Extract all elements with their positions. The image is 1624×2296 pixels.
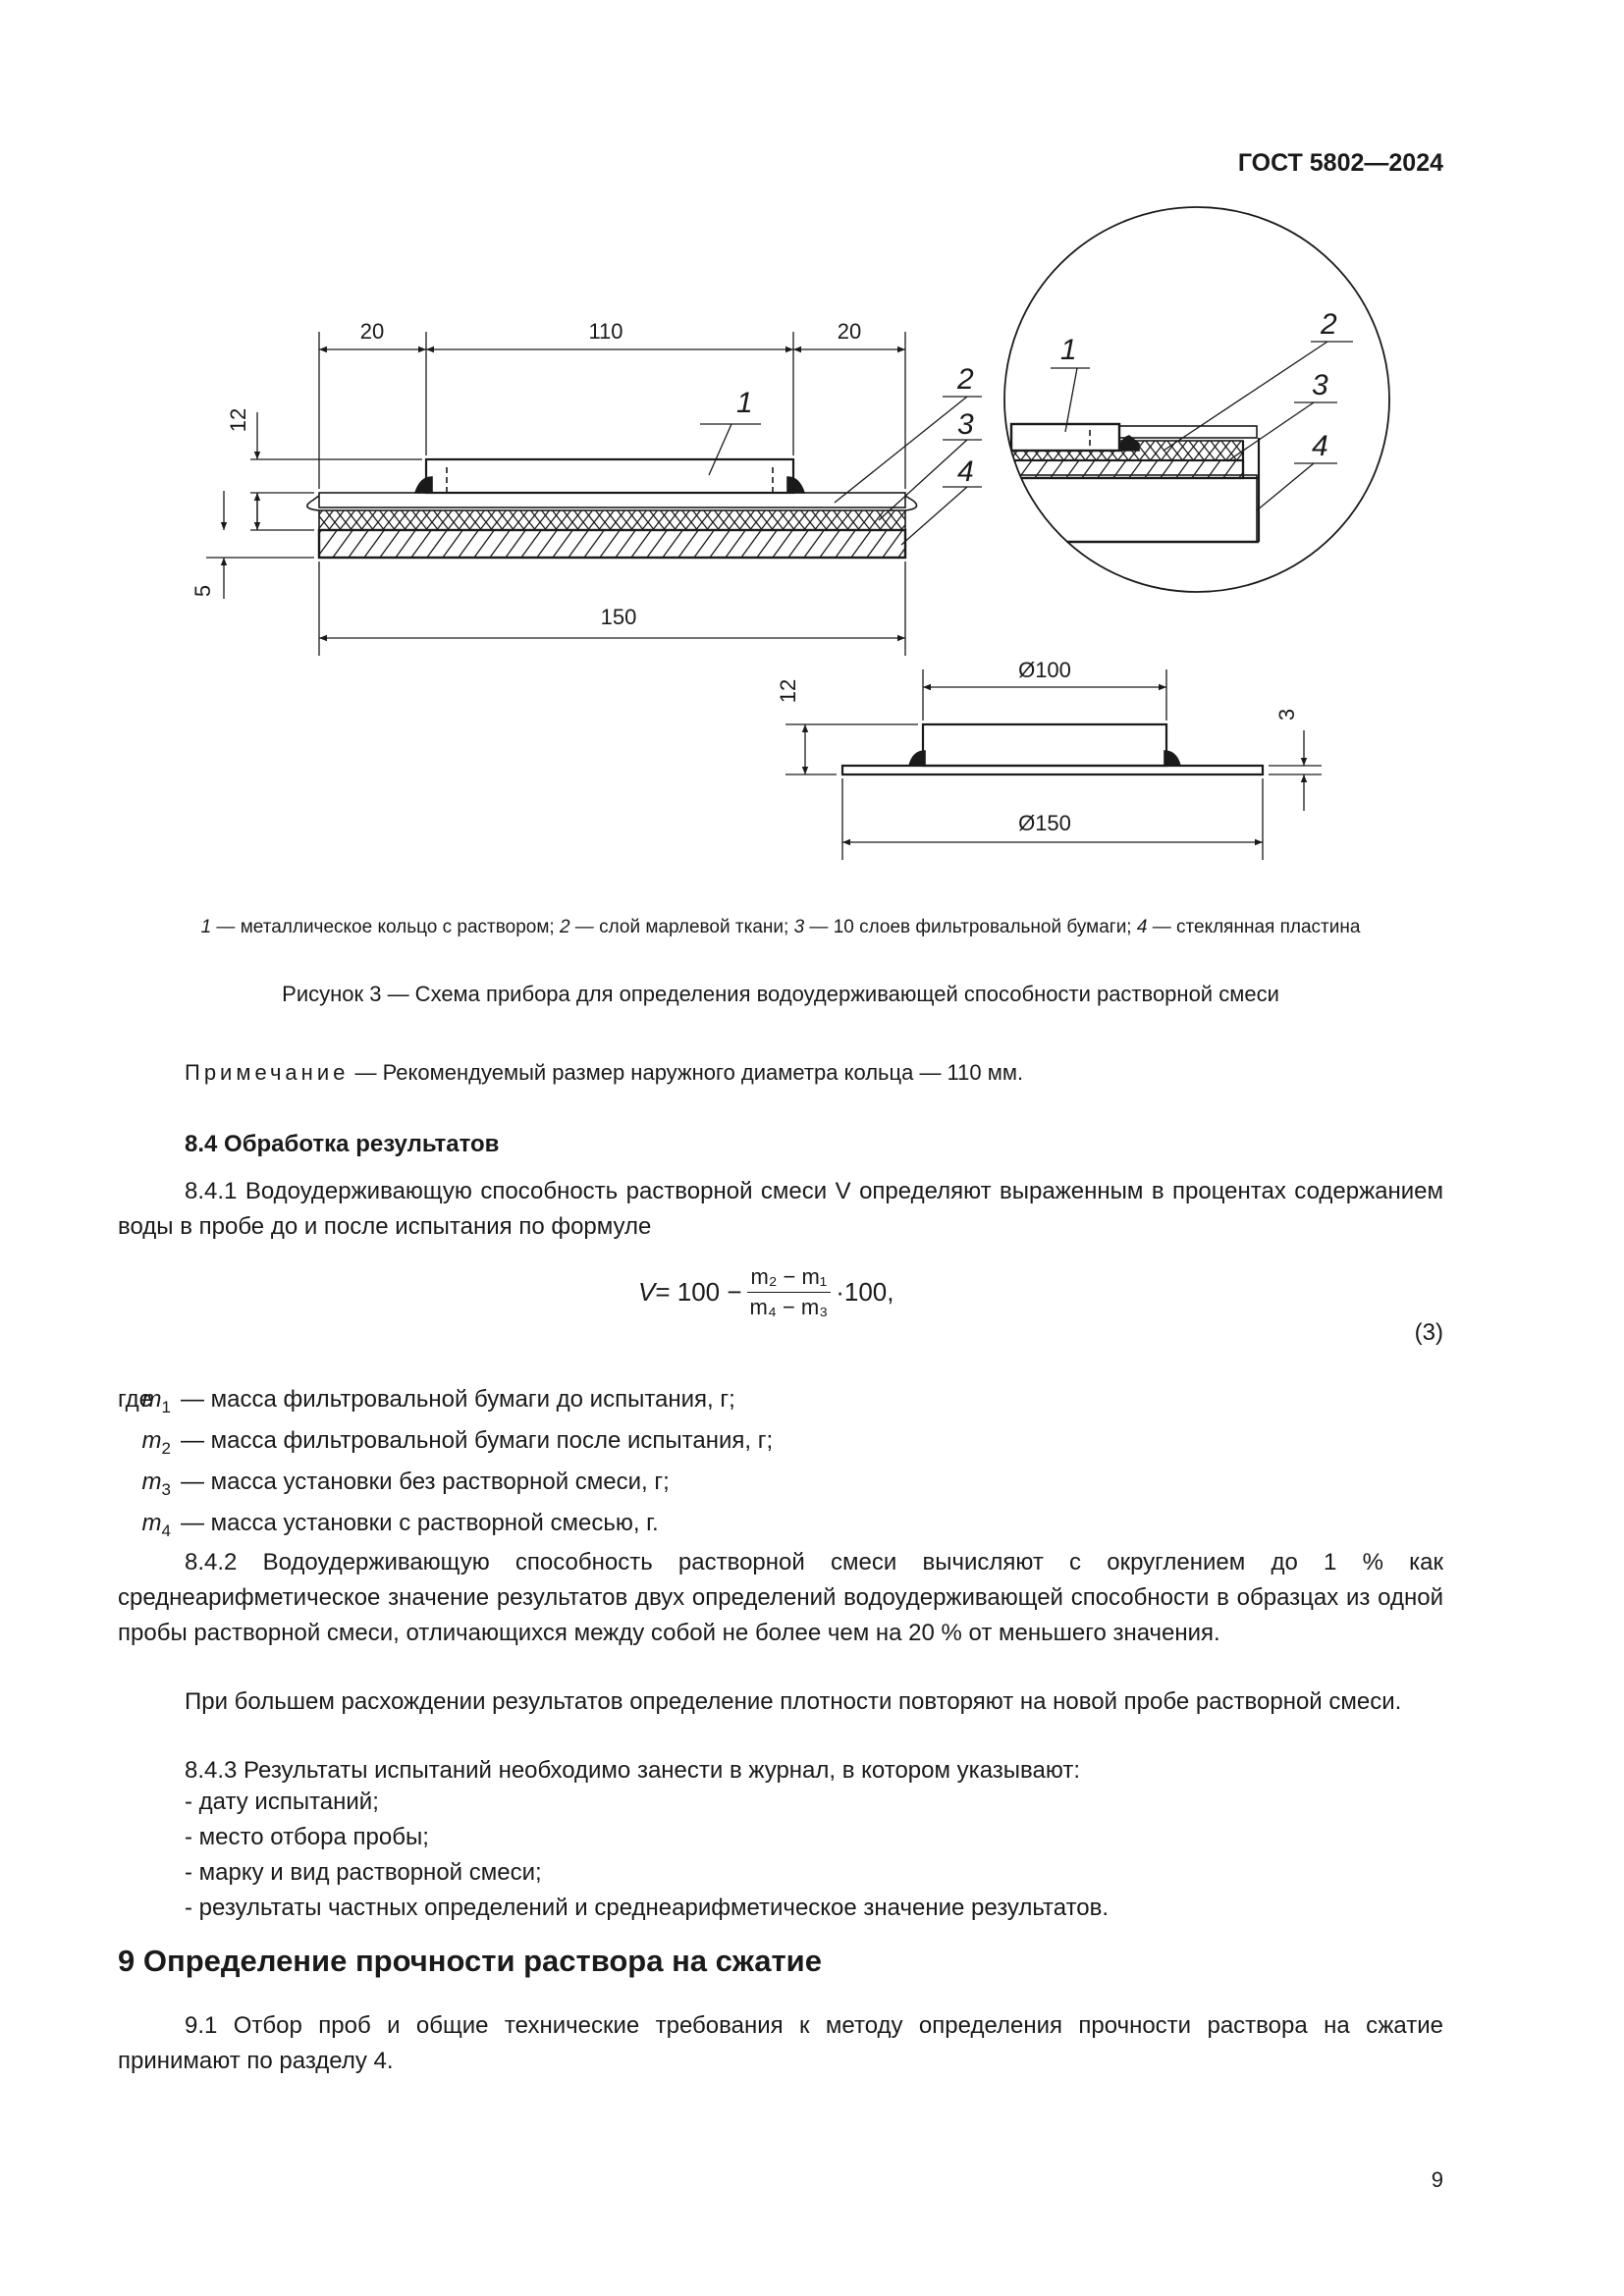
detail-callout-4: 4 <box>1312 430 1328 462</box>
apparatus-figure: 20 110 20 12 5 150 Ø100 Ø150 12 3 1 2 3 … <box>190 206 1390 860</box>
gauze-layer <box>318 492 906 508</box>
where-m2: m2 — масса фильтровальной бумаги после и… <box>141 1427 774 1458</box>
figure-note: Примечание — Рекомендуемый размер наружн… <box>185 1060 1024 1085</box>
side-view <box>306 457 918 560</box>
where-m3: m3 — масса установки без растворной смес… <box>141 1468 670 1499</box>
callout-2: 2 <box>956 363 974 396</box>
metal-ring <box>424 457 795 495</box>
standard-code: ГОСТ 5802—2024 <box>1237 149 1443 177</box>
detail-ring <box>1009 422 1121 453</box>
section-9-heading: 9 Определение прочности раствора на сжат… <box>118 1944 822 1978</box>
seal-bead-left <box>413 476 433 494</box>
detail-callout-1: 1 <box>1060 334 1077 366</box>
dim-3: 3 <box>1274 709 1299 721</box>
filter-paper-layer <box>318 509 906 531</box>
list-item: - дату испытаний; <box>185 1789 379 1815</box>
page-number: 9 <box>1431 2167 1443 2192</box>
detail-callout-2: 2 <box>1320 308 1337 341</box>
figure-legend: 1 — металлическое кольцо с раствором; 2 … <box>200 917 1361 937</box>
dim-5: 5 <box>190 585 215 597</box>
dim-d150: Ø150 <box>1018 811 1071 835</box>
paragraph-8-4-3: 8.4.3 Результаты испытаний необходимо за… <box>185 1757 1080 1784</box>
list-item: - результаты частных определений и средн… <box>185 1895 1110 1921</box>
dim-150: 150 <box>601 605 637 629</box>
side-view-dimensions <box>206 332 906 656</box>
seal-bead-right <box>786 476 806 494</box>
bottom-view <box>785 669 1322 860</box>
dim-d100: Ø100 <box>1018 658 1071 682</box>
where-m1: m1 — масса фильтровальной бумаги до испы… <box>141 1386 735 1416</box>
paragraph-8-4-2-cont: При большем расхождении результатов опре… <box>185 1688 1402 1715</box>
paragraph-9-1: 9.1 Отбор проб и общие технические требо… <box>118 2012 1443 2074</box>
dim-20-left: 20 <box>360 319 384 344</box>
callout-4: 4 <box>957 455 974 488</box>
paragraph-8-4-1: 8.4.1 Водоудерживающую способность раств… <box>118 1178 1443 1240</box>
dim-20-right: 20 <box>838 319 861 344</box>
callout-3: 3 <box>957 408 974 441</box>
where-word: где <box>118 1386 153 1413</box>
figure-caption: Рисунок 3 — Схема прибора для определени… <box>282 982 1279 1006</box>
dim-12-side: 12 <box>226 408 250 432</box>
bottom-plate <box>840 764 1265 776</box>
dim-110: 110 <box>588 319 623 344</box>
list-item: - место отбора пробы; <box>185 1824 429 1850</box>
where-m4: m4 — масса установки с растворной смесью… <box>141 1510 659 1540</box>
bottom-ring <box>921 722 1168 768</box>
formula-3: V = 100 − m₂ − m₁ m₄ − m₃ ·100, <box>638 1264 894 1319</box>
section-8-4-heading: 8.4 Обработка результатов <box>185 1131 500 1157</box>
dim-12-bottom: 12 <box>776 679 800 703</box>
callout-1: 1 <box>736 387 753 419</box>
glass-plate <box>317 528 907 560</box>
detail-view <box>1003 206 1390 593</box>
list-item: - марку и вид растворной смеси; <box>185 1859 542 1886</box>
paragraph-8-4-2: 8.4.2 Водоудерживающую способность раств… <box>118 1549 1443 1646</box>
detail-callout-3: 3 <box>1312 369 1328 401</box>
formula-number: (3) <box>1414 1319 1443 1346</box>
